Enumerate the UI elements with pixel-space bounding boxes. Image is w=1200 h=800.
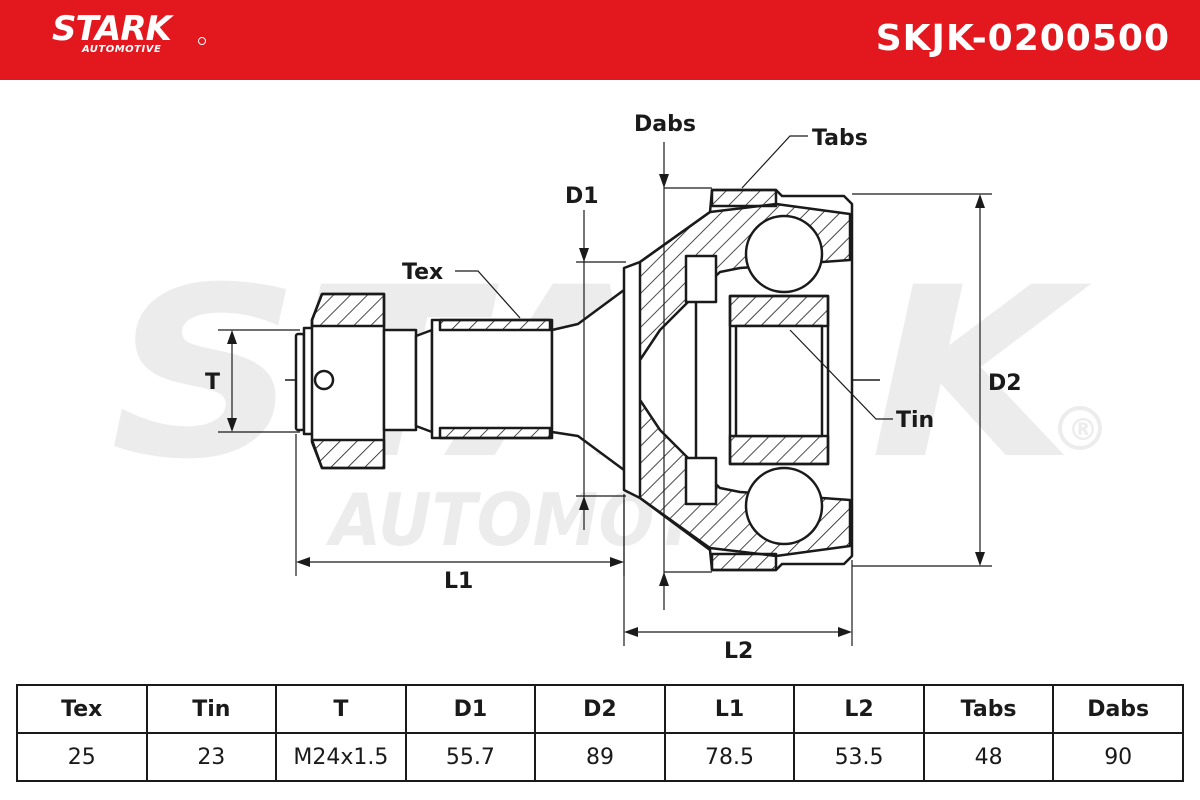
brand-logo: STARK AUTOMOTIVE [52, 9, 172, 55]
spline-hatch-bottom [438, 426, 552, 440]
value-t: M24x1.5 [275, 732, 407, 782]
label-d2: D2 [988, 371, 1022, 396]
watermark-reg-mark: ® [1068, 413, 1098, 448]
value-tabs: 48 [922, 732, 1055, 782]
registered-mark-icon [198, 37, 206, 45]
header-t: T [275, 684, 407, 734]
cage-top [684, 254, 718, 304]
header-bar: STARK AUTOMOTIVE SKJK-0200500 [0, 0, 1200, 80]
cage-bottom [684, 456, 718, 506]
specs-table: Tex Tin T D1 D2 L1 L2 Tabs Dabs 25 23 M2… [16, 684, 1184, 782]
hub-bore [734, 324, 824, 438]
header-tabs: Tabs [922, 684, 1055, 734]
header-l1: L1 [663, 684, 796, 734]
label-l1: L1 [444, 569, 473, 594]
ball-bottom [744, 466, 824, 546]
header-dabs: Dabs [1052, 684, 1184, 734]
neck-ring [382, 328, 418, 432]
watermark-reg-icon [1058, 406, 1102, 450]
nut-hatch-top [310, 292, 386, 328]
dimension-arrows [227, 174, 985, 637]
nut-hatch-bottom [310, 438, 386, 470]
value-d1: 55.7 [404, 732, 537, 782]
specs-header-row: Tex Tin T D1 D2 L1 L2 Tabs Dabs [16, 684, 1184, 734]
joint-outline [294, 188, 854, 572]
value-l1: 78.5 [663, 732, 796, 782]
ball-top [744, 214, 824, 294]
label-t: T [205, 370, 220, 395]
abs-ring-top [710, 188, 778, 208]
value-l2: 53.5 [793, 732, 925, 782]
neck-taper [414, 328, 434, 434]
cv-joint-drawing: STARK AUTOMOTIVE ® [110, 112, 1102, 664]
value-tex: 25 [16, 732, 148, 782]
race-hatch-top [728, 294, 830, 328]
header-d2: D2 [534, 684, 666, 734]
label-tin: Tin [896, 408, 934, 433]
cotter-hole [313, 369, 335, 391]
label-d1: D1 [565, 184, 599, 209]
spline-hatch-top [438, 318, 552, 332]
header-d1: D1 [404, 684, 537, 734]
value-tin: 23 [145, 732, 278, 782]
value-d2: 89 [534, 732, 666, 782]
label-l2: L2 [724, 639, 753, 664]
label-tex: Tex [402, 260, 443, 285]
value-dabs: 90 [1052, 732, 1184, 782]
header-tex: Tex [16, 684, 148, 734]
part-number: SKJK-0200500 [875, 18, 1170, 59]
abs-ring-bottom [710, 552, 778, 572]
specs-value-row: 25 23 M24x1.5 55.7 89 78.5 53.5 48 90 [16, 732, 1184, 782]
label-tabs: Tabs [812, 126, 868, 151]
brand-name: STARK [52, 9, 172, 49]
dimension-lines [218, 135, 992, 646]
header-tin: Tin [145, 684, 278, 734]
race-hatch-bottom [728, 434, 830, 466]
splined-shaft [430, 318, 554, 440]
brand-subtitle: AUTOMOTIVE [82, 44, 162, 55]
header-l2: L2 [793, 684, 925, 734]
label-dabs: Dabs [634, 112, 696, 137]
